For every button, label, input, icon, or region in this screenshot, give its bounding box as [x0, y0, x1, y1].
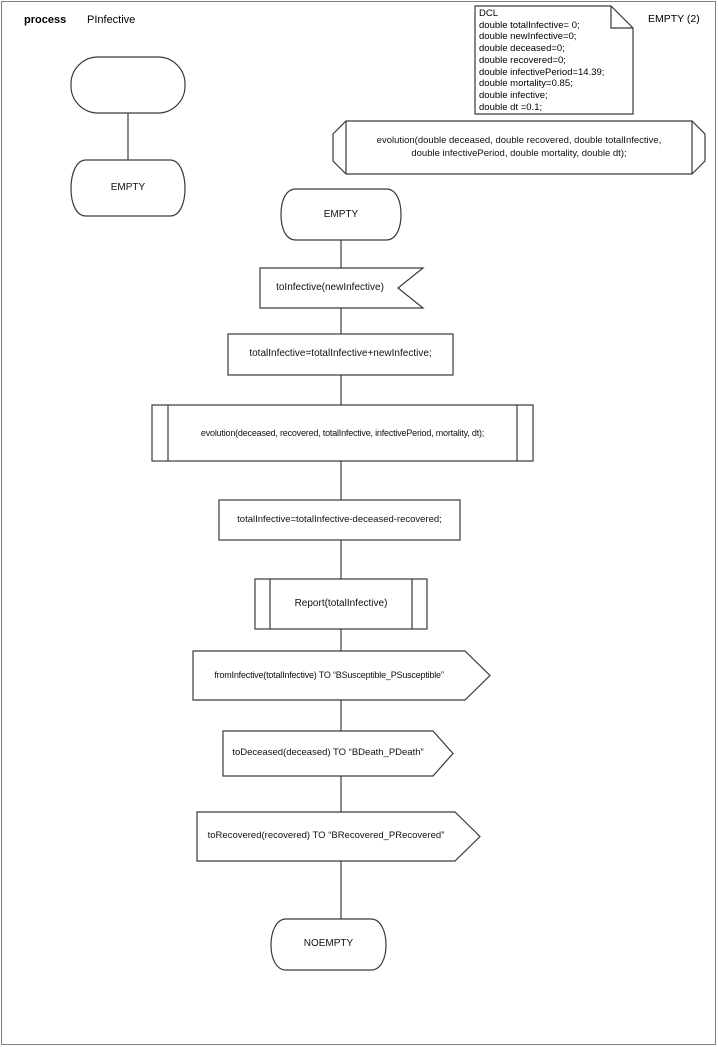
state-noempty-label: NOEMPTY	[303, 938, 354, 949]
output-torecovered-label: toRecovered(recovered) TO “BRecovered_PR…	[207, 830, 445, 842]
input-toinfective-symbol[interactable]	[259, 267, 425, 309]
output-todeceased-symbol[interactable]	[222, 730, 454, 777]
task-subtract-label: totalInfective=totalInfective-deceased-r…	[237, 513, 442, 525]
output-frominfective-symbol[interactable]	[192, 650, 491, 701]
dcl-fold-icon	[610, 6, 633, 29]
instance-count-label: EMPTY (2)	[648, 13, 700, 25]
process-name: PInfective	[87, 14, 136, 26]
dcl-declarations-text: DCL double totalInfective= 0; double new…	[479, 8, 605, 113]
task-add-label: totalInfective=totalInfective+newInfecti…	[249, 348, 432, 359]
call-report-label: Report(totalInfective)	[294, 597, 388, 609]
output-frominfective-label: fromInfective(totalInfective) TO “BSusce…	[214, 669, 444, 680]
call-evolution-symbol[interactable]	[151, 404, 534, 462]
connectors	[127, 112, 342, 919]
call-report-symbol[interactable]	[254, 578, 428, 630]
state-empty-left-symbol[interactable]	[70, 159, 186, 217]
task-add-symbol[interactable]	[227, 333, 454, 376]
output-todeceased-label: toDeceased(deceased) TO “BDeath_PDeath”	[232, 747, 424, 759]
procedure-declaration-label: evolution(double deceased, double recove…	[376, 134, 662, 159]
output-torecovered-symbol[interactable]	[196, 811, 481, 862]
state-empty-main-symbol[interactable]	[280, 188, 402, 241]
state-empty-main-label: EMPTY	[323, 208, 359, 220]
call-evolution-label: evolution(deceased, recovered, totalInfe…	[200, 427, 485, 438]
state-noempty-symbol[interactable]	[270, 918, 387, 971]
input-toinfective-label: toInfective(newInfective)	[276, 281, 384, 293]
state-empty-left-label: EMPTY	[110, 181, 146, 193]
task-subtract-symbol[interactable]	[218, 499, 461, 541]
process-keyword: process	[24, 14, 67, 26]
dcl-text-symbol[interactable]	[474, 5, 634, 115]
start-symbol[interactable]	[70, 56, 186, 114]
